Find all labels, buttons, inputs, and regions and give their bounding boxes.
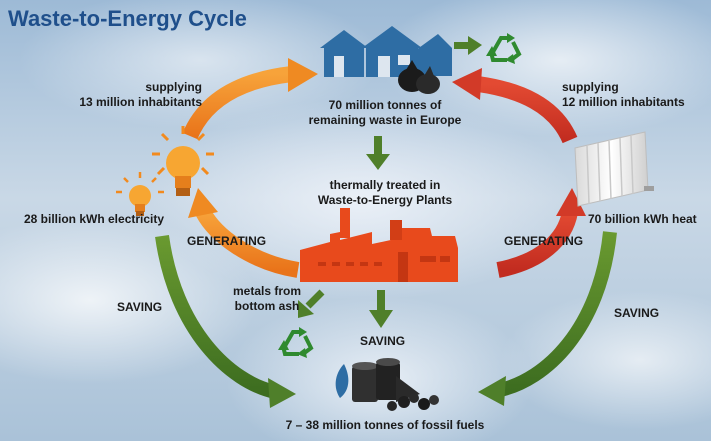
arrow-waste-to-plant bbox=[366, 136, 390, 170]
supply-right-line1: supplying bbox=[562, 80, 619, 94]
page-title: Waste-to-Energy Cycle bbox=[8, 6, 247, 31]
generating-right-label: GENERATING bbox=[504, 234, 584, 248]
arrow-generating-right bbox=[496, 188, 586, 278]
metals-label-line2: bottom ash bbox=[234, 299, 300, 313]
supply-left-label: supplying 13 million inhabitants bbox=[60, 80, 202, 110]
factory-icon bbox=[300, 208, 458, 282]
supply-right-label: supplying 12 million inhabitants bbox=[562, 80, 685, 110]
heat-label: 70 billion kWh heat bbox=[588, 212, 697, 226]
metals-label-line1: metals from bbox=[232, 284, 302, 298]
recycle-icon bbox=[486, 33, 522, 64]
arrow-supply-right bbox=[452, 68, 578, 144]
supply-left-line1: supplying bbox=[145, 80, 202, 94]
generating-left-label: GENERATING bbox=[187, 234, 267, 248]
metals-label: metals from bottom ash bbox=[226, 284, 308, 314]
saving-right-label: SAVING bbox=[614, 306, 660, 320]
radiator-icon bbox=[574, 131, 654, 207]
treated-label-line1: thermally treated in bbox=[329, 178, 441, 192]
waste-label-line1: 70 million tonnes of bbox=[328, 98, 442, 112]
arrow-plant-to-saving bbox=[369, 290, 393, 328]
arrow-plant-to-metals bbox=[298, 289, 325, 318]
recycle-icon bbox=[278, 327, 314, 358]
arrow-supply-left bbox=[182, 58, 318, 140]
lightbulb-icon bbox=[116, 172, 164, 216]
oil-barrel-icon bbox=[335, 358, 439, 411]
arrow-generating-left bbox=[188, 188, 300, 278]
treated-label: thermally treated in Waste-to-Energy Pla… bbox=[300, 178, 470, 208]
saving-center-label: SAVING bbox=[360, 334, 406, 348]
treated-label-line2: Waste-to-Energy Plants bbox=[317, 193, 453, 207]
arrow-waste-to-recycle bbox=[454, 36, 482, 55]
trash-bag-icon bbox=[398, 60, 440, 94]
fossil-fuels-label: 7 – 38 million tonnes of fossil fuels bbox=[285, 418, 485, 432]
lightbulb-icon bbox=[152, 126, 214, 196]
saving-left-label: SAVING bbox=[117, 300, 163, 314]
supply-left-line2: 13 million inhabitants bbox=[79, 95, 202, 109]
waste-label: 70 million tonnes of remaining waste in … bbox=[305, 98, 465, 128]
arrow-saving-left bbox=[155, 235, 296, 408]
supply-right-line2: 12 million inhabitants bbox=[562, 95, 685, 109]
electricity-label: 28 billion kWh electricity bbox=[24, 212, 165, 226]
waste-label-line2: remaining waste in Europe bbox=[308, 113, 462, 127]
house-icon bbox=[320, 26, 452, 77]
arrow-saving-right bbox=[478, 231, 617, 406]
